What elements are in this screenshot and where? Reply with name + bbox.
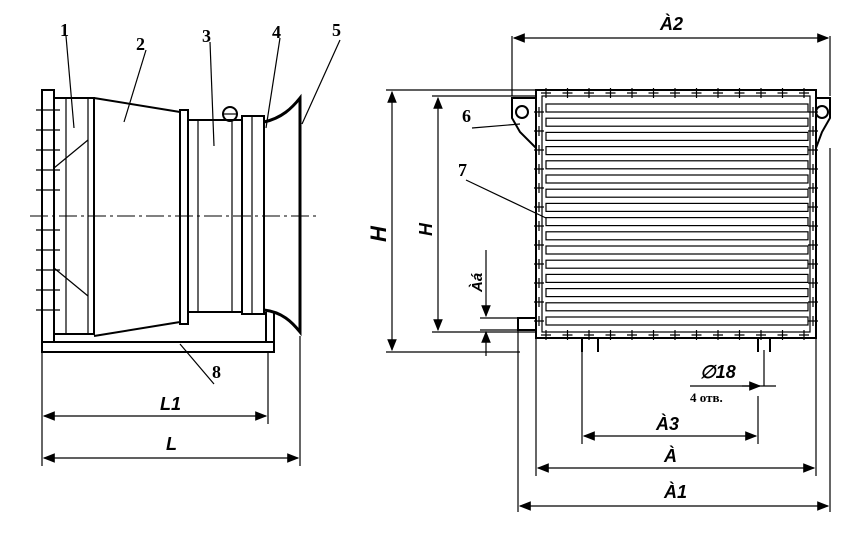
heating-tube (545, 217, 809, 227)
left-mount-plate (511, 97, 537, 151)
bolt (808, 316, 818, 326)
side-view: 1 2 3 4 5 8 L1 L (30, 20, 341, 466)
bolt (584, 330, 594, 340)
bolt (713, 330, 723, 340)
bolt (808, 126, 818, 136)
bolt (534, 126, 544, 136)
callout-7: 7 (458, 160, 467, 180)
bolt (605, 330, 616, 340)
bolt (808, 259, 818, 269)
callout-4: 4 (272, 22, 281, 42)
bolt (534, 164, 544, 174)
bolt (691, 330, 702, 340)
bolt (534, 107, 544, 117)
bolt (808, 221, 818, 231)
bolt (799, 88, 809, 98)
heating-tube (545, 288, 809, 298)
pipe-stub (517, 317, 537, 331)
bolt (541, 88, 551, 98)
heating-tube (545, 316, 809, 326)
front-view: 6 7 À2 H H Àá ∅18 4 отв. À3 (366, 13, 831, 512)
callout-3: 3 (202, 26, 211, 46)
hole-count: 4 отв. (690, 390, 723, 405)
heating-tube (545, 302, 809, 312)
heating-tube (545, 259, 809, 269)
bolt (534, 259, 544, 269)
dim-h-outer: H (366, 225, 391, 242)
dim-diameter: ∅18 (700, 362, 736, 382)
dim-a: À (663, 445, 677, 466)
dim-l: L (166, 434, 177, 454)
bolt (808, 202, 818, 212)
bolt (627, 330, 637, 340)
bolt (808, 240, 818, 250)
inlet-bell (263, 93, 302, 337)
bolt (670, 88, 680, 98)
bolt (562, 330, 573, 340)
dim-l1: L1 (160, 394, 181, 414)
heating-tube (545, 131, 809, 141)
bolt (808, 297, 818, 307)
bolt (808, 145, 818, 155)
heating-tube (545, 174, 809, 184)
bolt (605, 88, 616, 98)
heating-tubes (545, 103, 809, 326)
heating-tube (545, 245, 809, 255)
flange-bolts (36, 109, 60, 311)
base-plate (41, 341, 275, 353)
bolt (541, 330, 551, 340)
bolt (534, 202, 544, 212)
outer-frame (535, 89, 817, 339)
heating-tube (545, 103, 809, 113)
heating-tube (545, 160, 809, 170)
callout-6: 6 (462, 106, 471, 126)
bolt (777, 88, 788, 98)
heating-tube (545, 188, 809, 198)
bolt (534, 145, 544, 155)
bolt (808, 183, 818, 193)
dim-h-inner: H (416, 222, 436, 236)
bolt (648, 88, 659, 98)
bolt (534, 240, 544, 250)
heating-tube (545, 117, 809, 127)
bolt (777, 330, 788, 340)
bolt (534, 297, 544, 307)
bolt (562, 88, 573, 98)
bolt (691, 88, 702, 98)
bolt (734, 330, 745, 340)
right-mount-plate (815, 97, 831, 149)
bolt (799, 330, 809, 340)
bolt (534, 221, 544, 231)
bolt (808, 107, 818, 117)
bolt (808, 164, 818, 174)
callout-2: 2 (136, 34, 145, 54)
callout-5: 5 (332, 20, 341, 40)
bolt (756, 88, 766, 98)
bolt (756, 330, 766, 340)
dim-a2: À2 (659, 13, 683, 34)
bolt (584, 88, 594, 98)
dim-a3: À3 (655, 413, 679, 434)
bolt (734, 88, 745, 98)
frame-bolts (534, 88, 818, 340)
bolt (670, 330, 680, 340)
bolt (534, 278, 544, 288)
heating-tube (545, 202, 809, 212)
dim-a1: À1 (663, 481, 687, 502)
dim-ab: Àá (469, 273, 486, 293)
bolt (808, 278, 818, 288)
heating-tube (545, 146, 809, 156)
conical-transition (93, 97, 181, 337)
bolt (627, 88, 637, 98)
heating-tube (545, 231, 809, 241)
bolt (713, 88, 723, 98)
callout-1: 1 (60, 20, 69, 40)
bolt (648, 330, 659, 340)
callout-8: 8 (212, 362, 221, 382)
heating-tube (545, 273, 809, 283)
ring (241, 115, 265, 315)
bolt (534, 183, 544, 193)
